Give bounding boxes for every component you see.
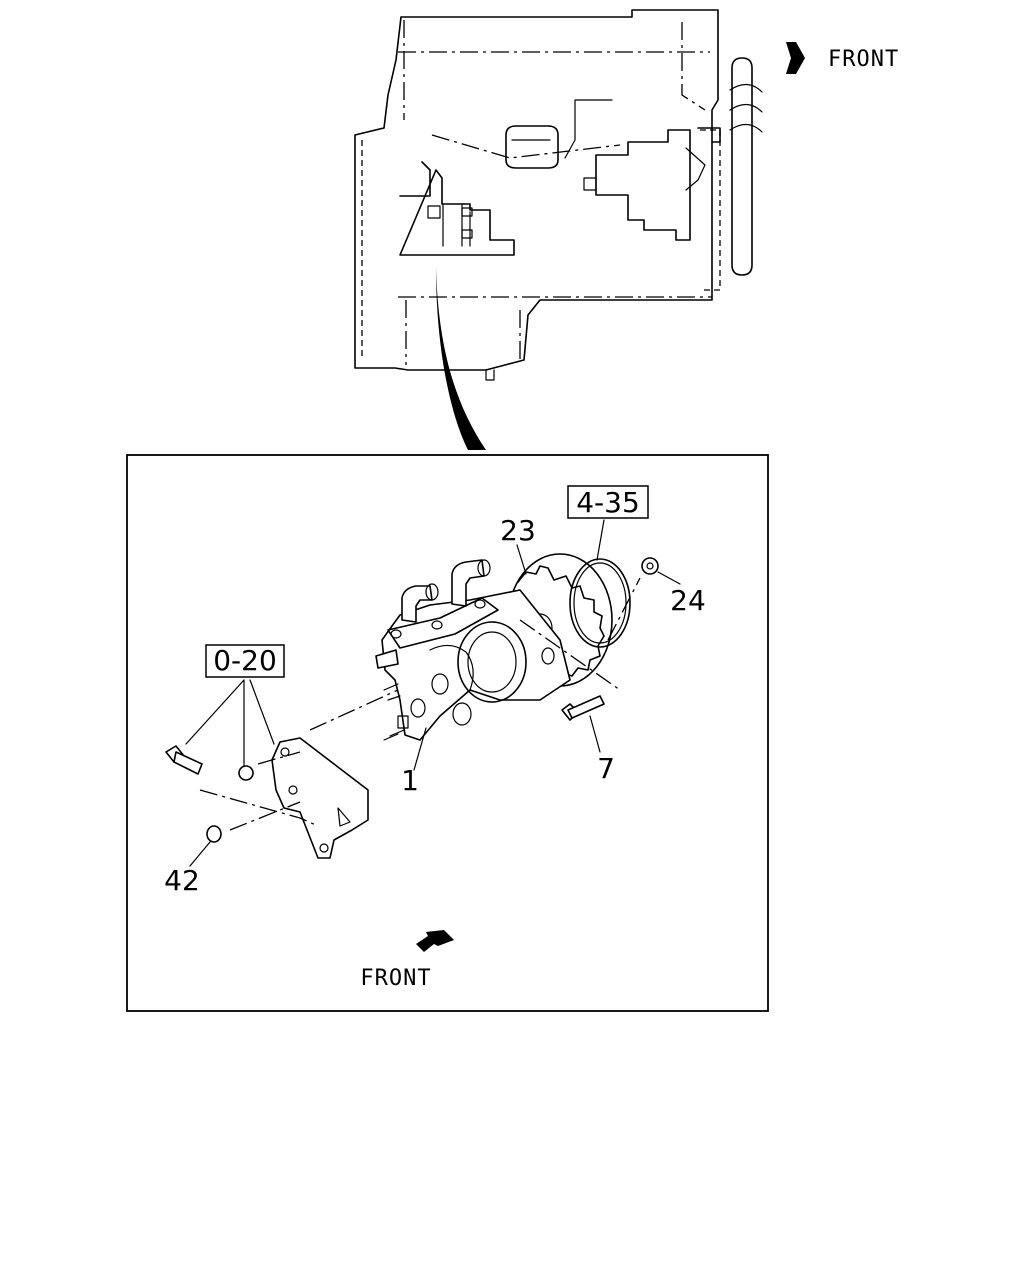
bolt-7: [561, 695, 605, 721]
nut-0-20: [238, 765, 254, 781]
filled-down-left-arrow-icon: [416, 930, 454, 952]
callout-23: 23: [500, 514, 536, 547]
front-label-top: FRONT: [828, 47, 899, 72]
gasket-ring: [569, 558, 631, 648]
detail-frame: [126, 454, 769, 1012]
callout-0-20: 0-20: [213, 644, 277, 677]
callout-1: 1: [401, 764, 419, 797]
nut-42: [206, 825, 222, 843]
mounting-bracket: [271, 737, 369, 859]
front-direction-top: FRONT: [786, 42, 899, 74]
callout-4-35: 4-35: [576, 486, 640, 519]
filled-right-arrow-icon: [786, 42, 805, 74]
front-direction-detail: FRONT: [360, 930, 454, 991]
front-label-detail: FRONT: [360, 966, 431, 991]
bolt-0-20: [165, 745, 203, 775]
injection-pump: [375, 559, 571, 741]
callout-24: 24: [670, 584, 706, 617]
callout-42: 42: [164, 864, 200, 897]
nut-24: [641, 557, 659, 575]
engine-outline-view: [354, 9, 763, 450]
callout-7: 7: [597, 752, 615, 785]
